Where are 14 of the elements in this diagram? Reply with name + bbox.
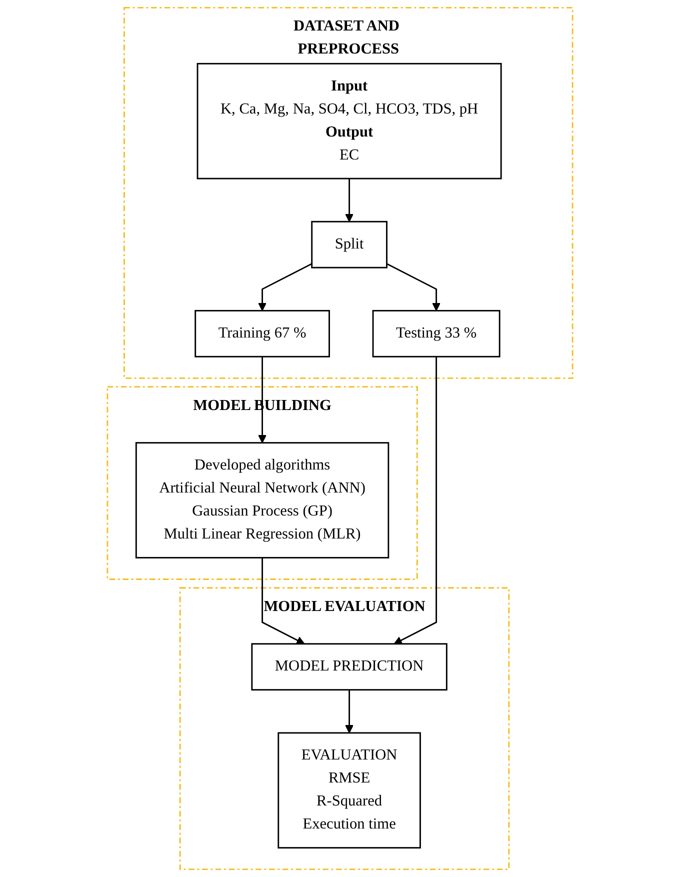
node-box: Testing 33 % bbox=[372, 310, 500, 358]
arrow bbox=[345, 690, 354, 734]
arrow bbox=[258, 356, 266, 444]
node-box: Split bbox=[311, 220, 388, 268]
node-box: Input K, Ca, Mg, Na, SO4, Cl, HCO3, TDS, pH Output EC bbox=[196, 62, 502, 180]
arrow bbox=[262, 558, 305, 644]
arrow bbox=[386, 263, 441, 312]
node-box: Developed algorithms Artificial Neural Network (ANN) Gaussian Process (GP) Multi Linear Regression (MLR) bbox=[135, 442, 390, 558]
node-box: EVALUATION RMSE R-Squared Execution time bbox=[278, 732, 421, 849]
arrow bbox=[345, 178, 354, 222]
node-box: Training 67 % bbox=[194, 310, 330, 358]
arrow bbox=[394, 356, 438, 644]
arrow bbox=[258, 263, 312, 312]
node-box: MODEL PREDICTION bbox=[251, 643, 448, 691]
